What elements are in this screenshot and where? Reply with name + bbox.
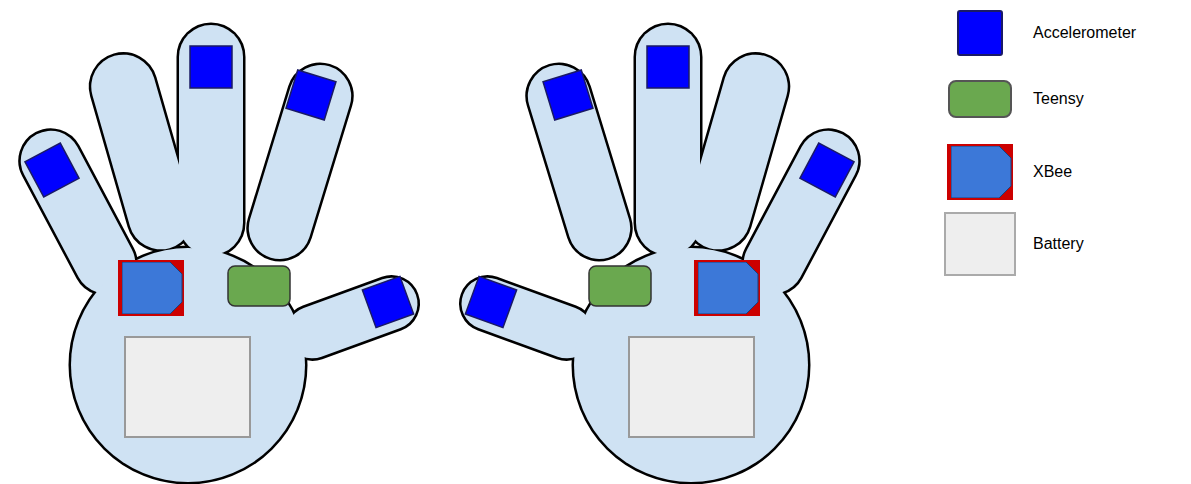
xbee-module (694, 260, 760, 316)
legend-swatch (944, 212, 1016, 276)
legend-label: Accelerometer (1033, 24, 1136, 42)
legend-swatch (948, 80, 1012, 118)
xbee-module (118, 260, 184, 316)
legend-xbee-sample (944, 142, 1016, 202)
left-glove (10, 25, 425, 482)
legend-label: XBee (1033, 163, 1072, 181)
right-glove (454, 25, 869, 482)
legend-label: Teensy (1033, 90, 1084, 108)
legend-swatch (957, 10, 1003, 56)
legend-label: Battery (1033, 235, 1084, 253)
